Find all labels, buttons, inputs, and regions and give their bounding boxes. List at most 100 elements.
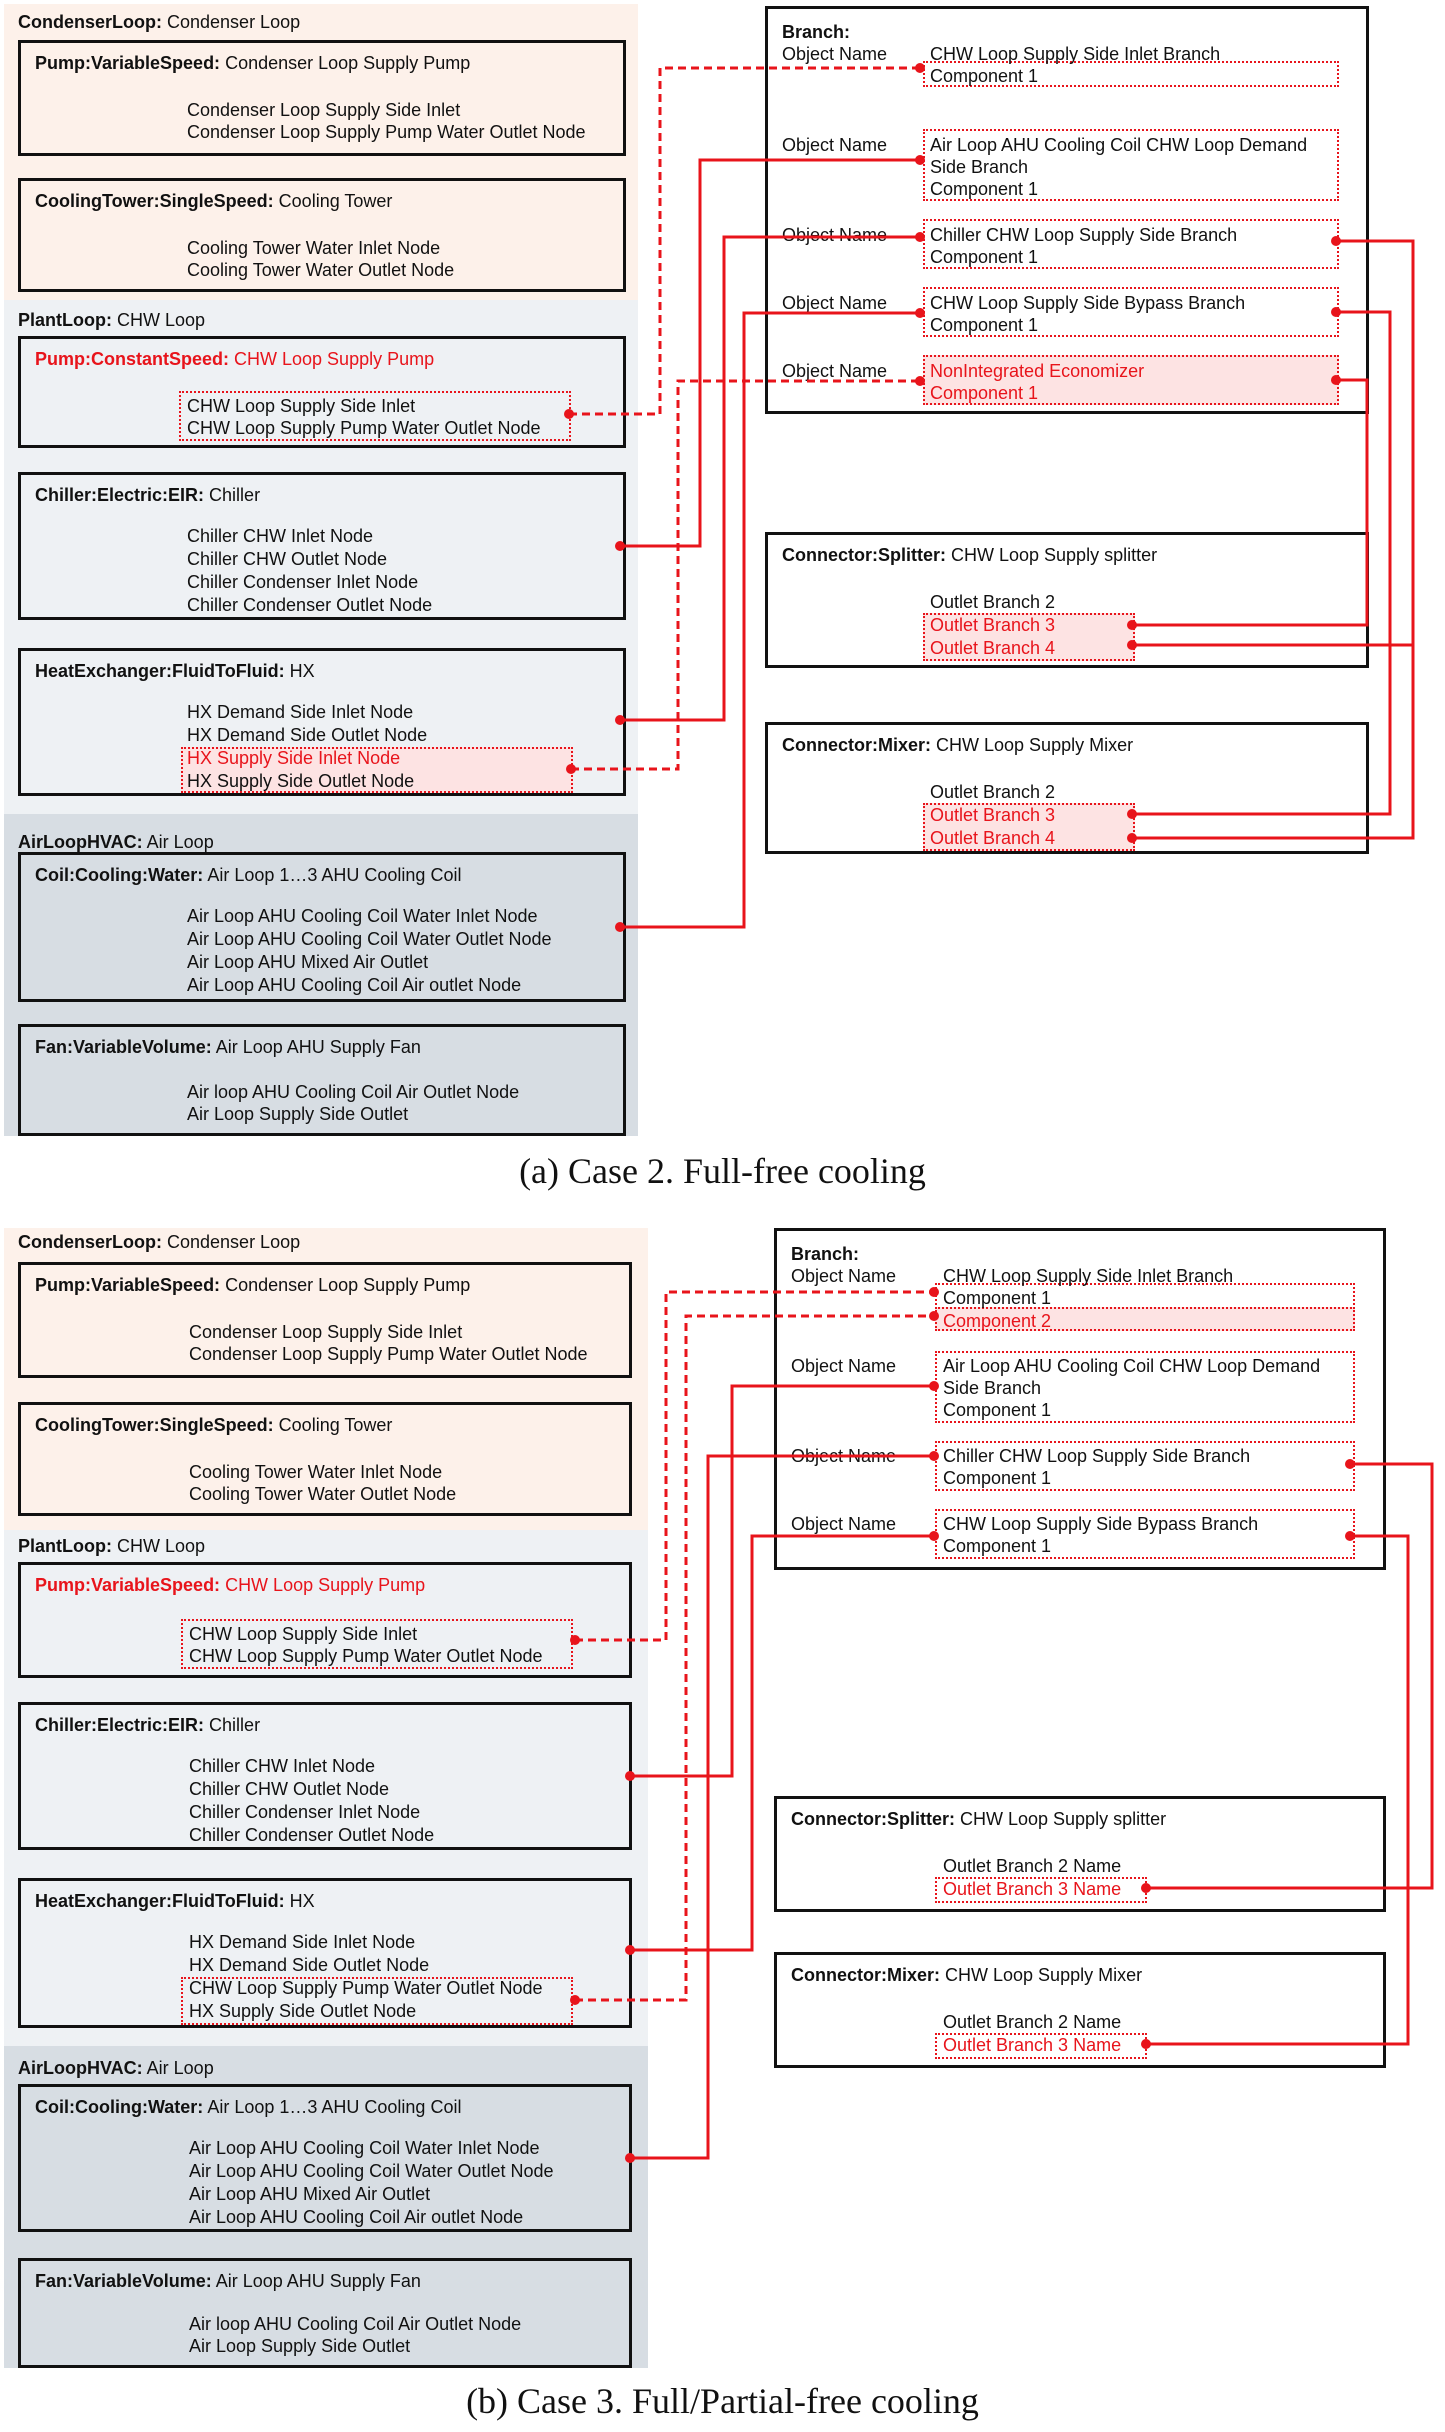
connection-dot [929,1451,939,1461]
wire-dashed [575,1314,934,2002]
highlight-box [923,355,1339,405]
plant-loop-section [4,1530,648,2046]
node-label: Air Loop Supply Side Outlet [189,2336,411,2356]
node-label: HX Supply Side Outlet Node [189,2001,417,2021]
heat-exchanger-box: HeatExchanger:FluidToFluid: HX HX Demand… [18,648,626,796]
node-label: CHW Loop Supply Side Inlet [187,396,416,416]
wire [1146,1534,1410,2046]
outlet-label: Outlet Branch 2 [930,782,1056,802]
branch-name: Side Branch [943,1378,1042,1398]
object-name-label: Object Name [782,361,888,381]
condenser-loop-label: CondenserLoop: Condenser Loop [18,1232,301,1252]
mixer-box: Connector:Mixer: CHW Loop Supply Mixer O… [774,1952,1386,2068]
node-label: Air Loop AHU Cooling Coil Air outlet Nod… [187,975,522,995]
node-label: Air Loop AHU Cooling Coil Water Inlet No… [189,2138,540,2158]
highlight-box [923,61,1339,87]
splitter-box: Connector:Splitter: CHW Loop Supply spli… [765,532,1369,668]
connection-dot [915,376,925,386]
component-label: Component 1 [943,1468,1052,1488]
connection-dot [615,715,625,725]
chw-pump-box: Pump:VariableSpeed: CHW Loop Supply Pump… [18,1562,632,1678]
cooling-coil-box: Coil:Cooling:Water: Air Loop 1…3 AHU Coo… [18,2084,632,2232]
node-label: Cooling Tower Water Inlet Node [189,1462,443,1482]
air-loop-label: AirLoopHVAC: Air Loop [18,832,214,852]
connection-dot [1331,375,1341,385]
plant-loop-label: PlantLoop: CHW Loop [18,1536,206,1556]
node-label: Chiller Condenser Inlet Node [189,1802,421,1822]
node-label: Condenser Loop Supply Side Inlet [187,100,461,120]
connection-dot [1141,2039,1151,2049]
node-label: Chiller CHW Inlet Node [189,1756,376,1776]
connection-dot [915,232,925,242]
branch-name: Air Loop AHU Cooling Coil CHW Loop Deman… [930,135,1308,155]
connection-dot [564,409,574,419]
node-label: CHW Loop Supply Pump Water Outlet Node [189,1646,543,1666]
node-label: HX Demand Side Inlet Node [189,1932,416,1952]
branch-name: Air Loop AHU Cooling Coil CHW Loop Deman… [943,1356,1321,1376]
highlight-box [181,747,573,793]
branch-name: CHW Loop Supply Side Inlet Branch [930,44,1221,64]
connection-dot [1127,809,1137,819]
component-label: Component 2 [943,1311,1052,1331]
outlet-label: Outlet Branch 3 [930,805,1056,825]
object-name-label: Object Name [791,1356,897,1376]
wire [1146,1462,1434,1890]
node-label: Chiller CHW Inlet Node [187,526,374,546]
object-name-label: Object Name [782,135,888,155]
cooling-tower-box: CoolingTower:SingleSpeed: Cooling Tower … [18,178,626,292]
branch-name: CHW Loop Supply Side Bypass Branch [930,293,1246,313]
node-label: HX Supply Side Inlet Node [187,748,401,768]
node-label: Chiller Condenser Inlet Node [187,572,419,592]
highlight-box [923,803,1135,851]
connection-dot [1127,640,1137,650]
connection-dot [915,308,925,318]
connection-dot [1141,1883,1151,1893]
condenser-loop-label: CondenserLoop: Condenser Loop [18,12,301,32]
connection-dot [625,2153,635,2163]
branch-title: Branch: [791,1244,860,1264]
node-label: CHW Loop Supply Pump Water Outlet Node [189,1978,543,1998]
node-label: HX Supply Side Outlet Node [187,771,415,791]
connection-dot [1127,833,1137,843]
chiller-box: Chiller:Electric:EIR: Chiller Chiller CH… [18,472,626,620]
component-label: Component 1 [930,315,1039,335]
connection-dot [625,1945,635,1955]
node-label: Cooling Tower Water Outlet Node [187,260,455,280]
component-label: Component 1 [930,179,1039,199]
splitter-box: Connector:Splitter: CHW Loop Supply spli… [774,1796,1386,1912]
highlight-box [935,1307,1355,1331]
node-label: HX Demand Side Inlet Node [187,702,414,722]
connection-dot [570,1995,580,2005]
wire [630,1384,934,1778]
branch-name: NonIntegrated Economizer [930,361,1145,381]
node-label: Chiller CHW Outlet Node [187,549,388,569]
plant-loop-label: PlantLoop: CHW Loop [18,310,206,330]
node-label: HX Demand Side Outlet Node [189,1955,430,1975]
component-label: Component 1 [930,66,1039,86]
wire [620,158,920,548]
object-name-label: Object Name [782,44,888,64]
node-label: Chiller CHW Outlet Node [189,1779,390,1799]
connection-dot [1345,1531,1355,1541]
caption-a: (a) Case 2. Full-free cooling [519,1151,926,1191]
branch-box: Branch: Object Name CHW Loop Supply Side… [765,6,1369,414]
connection-dot [625,1771,635,1781]
component-label: Component 1 [930,383,1039,403]
mixer-box: Connector:Mixer: CHW Loop Supply Mixer O… [765,722,1369,854]
connection-dot [1331,307,1341,317]
node-label: Condenser Loop Supply Pump Water Outlet … [187,122,586,142]
highlight-box [923,129,1339,201]
supply-fan-box: Fan:VariableVolume: Air Loop AHU Supply … [18,2258,632,2368]
connection-dot [1127,620,1137,630]
node-label: Air Loop AHU Mixed Air Outlet [187,952,429,972]
wire-dashed [569,66,920,416]
wire [630,1454,934,2160]
node-label: Condenser Loop Supply Pump Water Outlet … [189,1344,588,1364]
node-label: Cooling Tower Water Outlet Node [189,1484,457,1504]
node-label: Air Loop Supply Side Outlet [187,1104,409,1124]
outlet-label: Outlet Branch 3 Name [943,1879,1122,1899]
node-label: Air loop AHU Cooling Coil Air Outlet Nod… [189,2314,522,2334]
node-label: Air Loop AHU Cooling Coil Water Inlet No… [187,906,538,926]
node-label: Air loop AHU Cooling Coil Air Outlet Nod… [187,1082,520,1102]
